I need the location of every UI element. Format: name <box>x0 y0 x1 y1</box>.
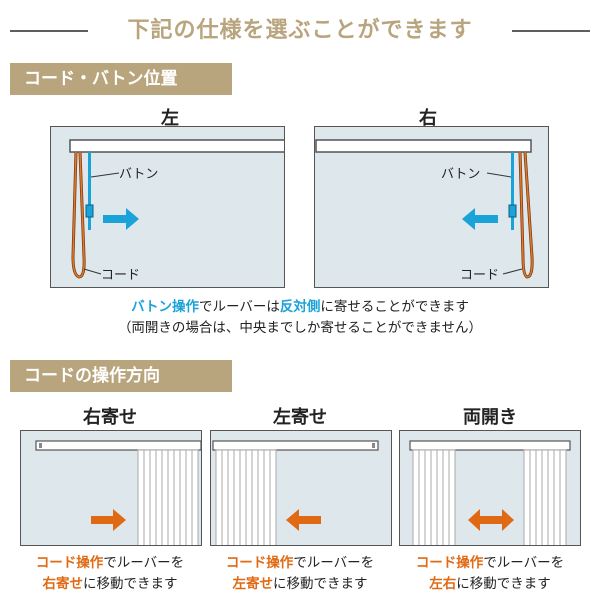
headrail <box>69 139 284 153</box>
arrow-left-orange <box>286 509 321 531</box>
callout-cord-right: コード <box>460 268 500 283</box>
right-position-illustration <box>315 139 534 279</box>
panel-left-baton: バトン コード <box>50 126 285 288</box>
baton-tip <box>508 204 517 218</box>
section-band-direction: コードの操作方向 <box>10 360 232 392</box>
headrail <box>315 139 532 153</box>
baton-tip <box>85 204 94 218</box>
panel-split-open <box>399 430 581 546</box>
panel-right-stack <box>20 430 202 546</box>
page-title: 下記の仕様を選ぶことができます <box>127 18 473 43</box>
left-stack-illustration <box>212 440 379 545</box>
left-position-illustration <box>69 139 284 279</box>
callout-cord-left: コード <box>101 268 141 283</box>
label-left: 左 <box>161 108 179 129</box>
label-left-stack: 左寄せ <box>273 407 327 428</box>
title-rule-right <box>512 30 590 32</box>
callout-baton-left: バトン <box>119 167 159 182</box>
split-open-illustration <box>409 440 571 545</box>
title-rule-left <box>10 30 88 32</box>
right-stack-illustration <box>35 440 201 545</box>
note-baton-operation: バトン操作でルーバーは反対側に寄せることができます <box>131 299 469 315</box>
section-band-cord-baton: コード・バトン位置 <box>10 63 232 95</box>
arrow-left-blue <box>462 208 498 230</box>
baton <box>88 152 91 230</box>
arrow-right-orange <box>91 509 126 531</box>
panel-right-baton: バトン コード <box>314 126 549 288</box>
louvers-split-left <box>412 449 456 545</box>
arrow-both-orange <box>468 509 514 531</box>
label-split: 両開き <box>463 407 517 428</box>
caption-left-stack: コード操作でルーバーを 左寄せに移動できます <box>225 555 375 592</box>
baton <box>511 152 514 230</box>
panel-left-stack <box>210 430 392 546</box>
louvers-left <box>215 449 277 545</box>
callout-baton-right: バトン <box>441 167 481 182</box>
louvers-right <box>137 449 199 545</box>
label-right-stack: 右寄せ <box>83 407 137 428</box>
louvers-split-right <box>523 449 567 545</box>
arrow-right-blue <box>103 208 139 230</box>
label-right: 右 <box>419 108 437 129</box>
note-double-open: （両開きの場合は、中央までしか寄せることができません） <box>117 320 483 336</box>
caption-right-stack: コード操作でルーバーを 右寄せに移動できます <box>35 555 185 592</box>
caption-split-open: コード操作でルーバーを 左右に移動できます <box>415 555 565 592</box>
